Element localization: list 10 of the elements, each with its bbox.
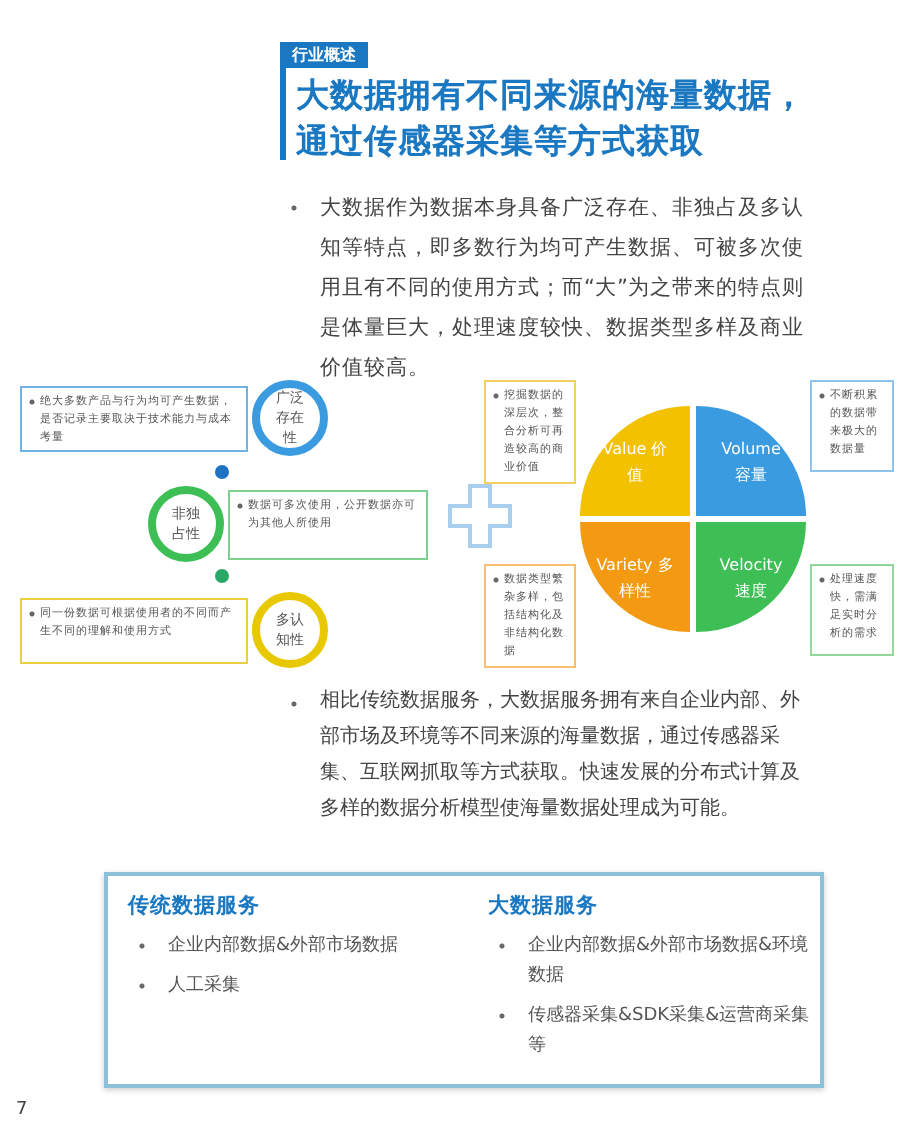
title: 大数据拥有不同来源的海量数据，通过传感器采集等方式获取 — [296, 74, 808, 164]
pie-quadrant: Variety 多样性 — [580, 522, 690, 632]
pie-quadrant: Value 价值 — [580, 406, 690, 516]
column-heading: 传统数据服务 — [128, 892, 262, 920]
section-tag: 行业概述 — [280, 42, 368, 68]
pie-quadrant: Volume 容量 — [696, 406, 806, 516]
column-heading: 大数据服务 — [488, 892, 600, 920]
page-number: 7 — [16, 1100, 28, 1120]
pie-quadrant: Velocity 速度 — [696, 522, 806, 632]
comparison-panel — [104, 872, 824, 1088]
